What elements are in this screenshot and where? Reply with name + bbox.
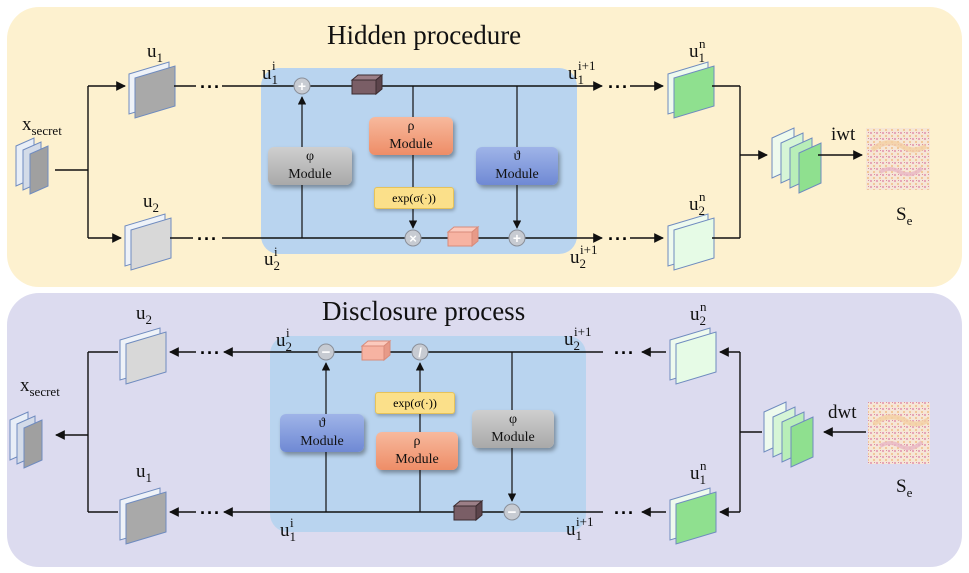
hidden-ellipsis-4: ··· bbox=[608, 229, 629, 249]
disclosure-ellipsis-4: ··· bbox=[614, 503, 635, 523]
svg-text:×: × bbox=[409, 231, 417, 246]
hidden-u2n-label: u2n bbox=[689, 189, 706, 218]
hidden-ellipsis-2: ··· bbox=[197, 229, 218, 249]
disclosure-sub-op-top: − bbox=[317, 343, 335, 361]
hidden-u2i-label: u2i bbox=[264, 244, 280, 273]
hidden-u1n-label: u1n bbox=[689, 36, 706, 65]
hidden-add-op-bottom: + bbox=[508, 229, 526, 247]
disclosure-u1-plane bbox=[119, 487, 167, 545]
hidden-cube-top bbox=[350, 73, 384, 96]
hidden-coupling-block bbox=[261, 68, 577, 254]
disclosure-input-stack bbox=[763, 401, 814, 468]
disclosure-u2i-label: u2i bbox=[276, 325, 292, 354]
hidden-stego-image bbox=[866, 128, 930, 190]
hidden-u2-label: u2 bbox=[143, 191, 159, 215]
hidden-u1n-plane bbox=[667, 61, 715, 119]
hidden-title: Hidden procedure bbox=[327, 20, 522, 50]
hidden-u2n-plane bbox=[667, 213, 715, 271]
hidden-ellipsis-1: ··· bbox=[200, 77, 221, 97]
hidden-iwt-label: iwt bbox=[831, 124, 856, 145]
disclosure-sub-op-bottom: − bbox=[503, 503, 521, 521]
svg-text:+: + bbox=[298, 78, 306, 94]
svg-text:−: − bbox=[322, 344, 331, 361]
disclosure-div-op: / bbox=[411, 343, 429, 361]
hidden-u1i1-label: u1i+1 bbox=[568, 58, 596, 87]
disclosure-u2n-plane bbox=[669, 327, 717, 385]
svg-text:+: + bbox=[513, 230, 521, 246]
hidden-merged-stack bbox=[771, 127, 822, 194]
disclosure-xsecret-label: xsecret bbox=[20, 375, 60, 399]
disclosure-u1i-label: u1i bbox=[280, 515, 296, 544]
hidden-se-label: Se bbox=[896, 204, 913, 228]
disclosure-cube-top bbox=[360, 339, 392, 362]
disclosure-ellipsis-3: ··· bbox=[614, 343, 635, 363]
disclosure-u2i1-label: u2i+1 bbox=[564, 324, 592, 353]
hidden-mul-op: × bbox=[404, 229, 422, 247]
hidden-add-op-top: + bbox=[293, 77, 311, 95]
hidden-u2-plane bbox=[124, 213, 172, 271]
disclosure-u1i1-label: u1i+1 bbox=[566, 514, 594, 543]
disclosure-xsecret-stack bbox=[9, 411, 43, 469]
hidden-exp-box: exp(σ(·)) bbox=[374, 187, 454, 209]
disclosure-stego-image bbox=[868, 402, 930, 464]
svg-text:−: − bbox=[508, 504, 517, 521]
disclosure-u1-label: u1 bbox=[136, 461, 152, 485]
disclosure-u1n-plane bbox=[669, 487, 717, 545]
disclosure-dwt-label: dwt bbox=[828, 402, 857, 423]
hidden-cube-bottom bbox=[446, 225, 480, 248]
disclosure-ellipsis-1: ··· bbox=[200, 343, 221, 363]
disclosure-u2n-label: u2n bbox=[690, 299, 707, 328]
disclosure-ellipsis-2: ··· bbox=[200, 503, 221, 523]
disclosure-u2-label: u2 bbox=[136, 303, 152, 327]
hidden-xsecret-stack bbox=[15, 137, 49, 195]
hidden-u1-label: u1 bbox=[147, 41, 163, 65]
hidden-u1-plane bbox=[128, 61, 176, 119]
disclosure-title: Disclosure process bbox=[322, 296, 526, 326]
hidden-ellipsis-3: ··· bbox=[608, 77, 629, 97]
disclosure-cube-bottom bbox=[452, 499, 484, 522]
svg-text:/: / bbox=[418, 345, 422, 360]
hidden-xsecret-label: xsecret bbox=[22, 114, 62, 138]
disclosure-exp-box: exp(σ(·)) bbox=[375, 392, 455, 414]
hidden-u2i1-label: u2i+1 bbox=[570, 242, 598, 271]
hidden-u1i-label: u1i bbox=[262, 58, 278, 87]
disclosure-u2-plane bbox=[119, 327, 167, 385]
disclosure-u1n-label: u1n bbox=[690, 458, 707, 487]
disclosure-se-label: Se bbox=[896, 476, 913, 500]
